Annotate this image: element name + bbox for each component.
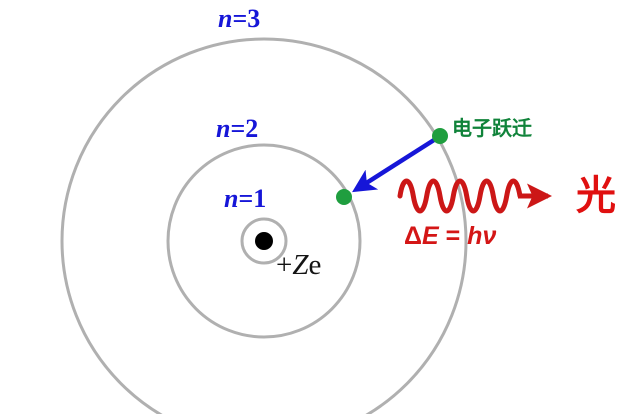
photon-energy-label: ΔE = hν [404,224,496,249]
photon-energy-operator: = [445,222,461,250]
orbit-circle-n1 [240,217,288,265]
photon-wave [397,178,523,214]
shell-label-n3-symbol: n [218,4,233,33]
orbit-circle-n2 [166,143,362,339]
transition-label: 电子跃迁 [452,116,532,140]
shell-label-n3-value: 3 [247,4,261,33]
light-label: 光 [576,173,616,219]
photon-energy-delta: Δ [404,222,422,250]
shell-label-n3-operator: = [232,4,248,33]
shell-label-n1-value: 1 [253,184,267,213]
nucleus-charge-symbol: Z [292,249,309,281]
shell-label-n1-operator: = [238,184,254,213]
nucleus-charge-prefix: + [276,249,293,281]
shell-label-n2-value: 2 [245,114,259,143]
nucleus-dot [255,232,273,250]
shell-label-n1: n=1 [224,186,266,212]
nucleus-charge-label: +Ze [276,251,321,280]
shell-label-n2-symbol: n [216,114,231,143]
photon-energy-variable: E [421,222,439,250]
shell-label-n2: n=2 [216,116,258,142]
transition-arrow [352,138,436,193]
electron-ground [336,189,352,205]
photon-energy-rhs: hν [467,222,497,250]
orbit-circle-n3 [60,37,468,414]
nucleus-charge-suffix: e [308,249,322,281]
shell-label-n1-symbol: n [224,184,239,213]
electron-excited [432,128,448,144]
shell-label-n3: n=3 [218,6,260,32]
shell-label-n2-operator: = [230,114,246,143]
